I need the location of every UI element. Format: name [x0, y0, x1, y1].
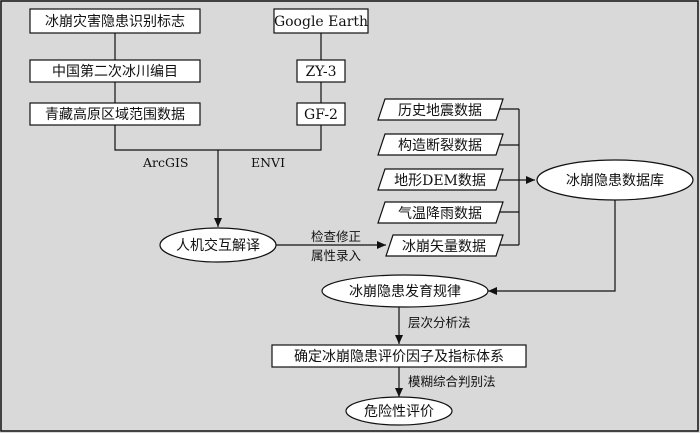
node-history-earthquake-label: 历史地震数据 — [398, 103, 482, 119]
node-temp-rain — [377, 201, 504, 224]
node-human-interpretation — [159, 227, 277, 263]
node-terrain-dem — [377, 168, 504, 191]
node-human-interpretation-label: 人机交互解译 — [176, 237, 260, 254]
node-ice-vector-label: 冰崩矢量数据 — [402, 239, 486, 255]
node-google-earth — [273, 8, 369, 34]
node-china-glacier-inventory-label: 中国第二次冰川编目 — [52, 63, 178, 80]
arrow-database-to-pattern — [488, 200, 616, 295]
node-ice-database — [536, 159, 694, 201]
node-gf2 — [296, 102, 346, 126]
node-qinghai-tibet-scope — [29, 102, 201, 126]
node-gf2-label: GF-2 — [304, 107, 338, 123]
node-google-earth-label: Google Earth — [274, 14, 368, 30]
label-arcgis: ArcGIS — [142, 155, 189, 170]
node-history-earthquake — [377, 98, 504, 121]
label-fuzzy: 模糊综合判别法 — [408, 374, 496, 389]
node-ice-database-label: 冰崩隐患数据库 — [566, 173, 664, 189]
label-envi: ENVI — [251, 155, 285, 170]
node-temp-rain-label: 气温降雨数据 — [398, 206, 482, 222]
node-fault-data — [377, 133, 504, 156]
node-qinghai-tibet-scope-label: 青藏高原区域范围数据 — [45, 106, 185, 123]
label-check-correct: 检查修正 — [311, 229, 361, 244]
node-fault-data-label: 构造断裂数据 — [398, 138, 482, 154]
node-zy3-label: ZY-3 — [305, 64, 336, 80]
node-china-glacier-inventory — [29, 59, 201, 83]
node-evaluation-system-label: 确定冰崩隐患评价因子及指标体系 — [294, 349, 504, 365]
label-ahp: 层次分析法 — [408, 315, 471, 330]
node-risk-evaluation — [345, 396, 453, 426]
node-terrain-dem-label: 地形DEM数据 — [394, 173, 486, 189]
node-zy3 — [296, 59, 346, 83]
node-risk-evaluation-label: 危险性评价 — [364, 404, 434, 420]
node-ice-vector — [385, 234, 504, 257]
node-evaluation-system — [271, 344, 527, 368]
node-ice-identification-marks-label: 冰崩灾害隐患识别标志 — [45, 13, 185, 30]
node-ice-identification-marks — [29, 8, 201, 34]
node-development-pattern-label: 冰崩隐患发育规律 — [349, 284, 461, 300]
node-development-pattern — [321, 274, 489, 308]
label-attribute-entry: 属性录入 — [311, 248, 362, 263]
